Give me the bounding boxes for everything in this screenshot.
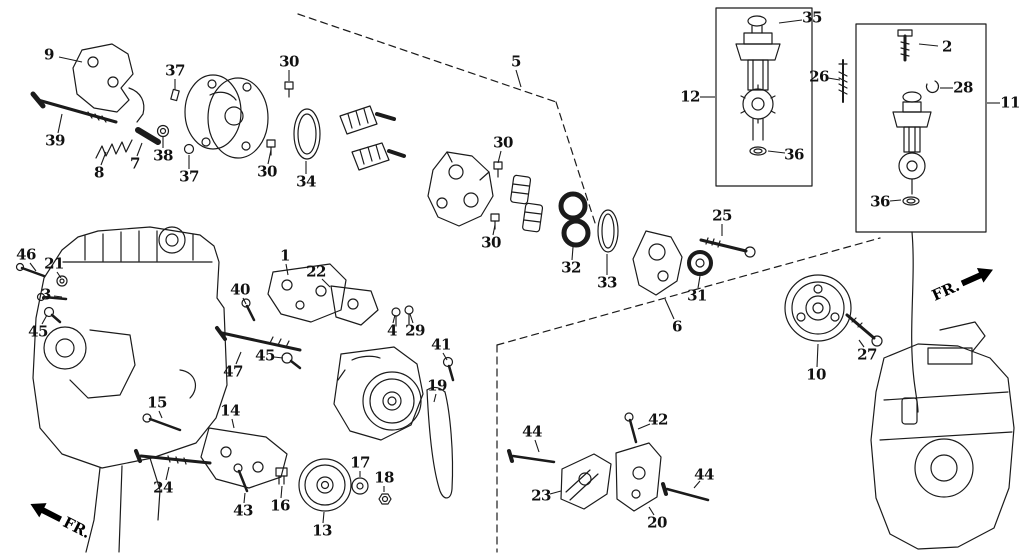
diagram-line-art — [15, 7, 1015, 553]
callout-leader-lines — [29, 19, 1000, 524]
